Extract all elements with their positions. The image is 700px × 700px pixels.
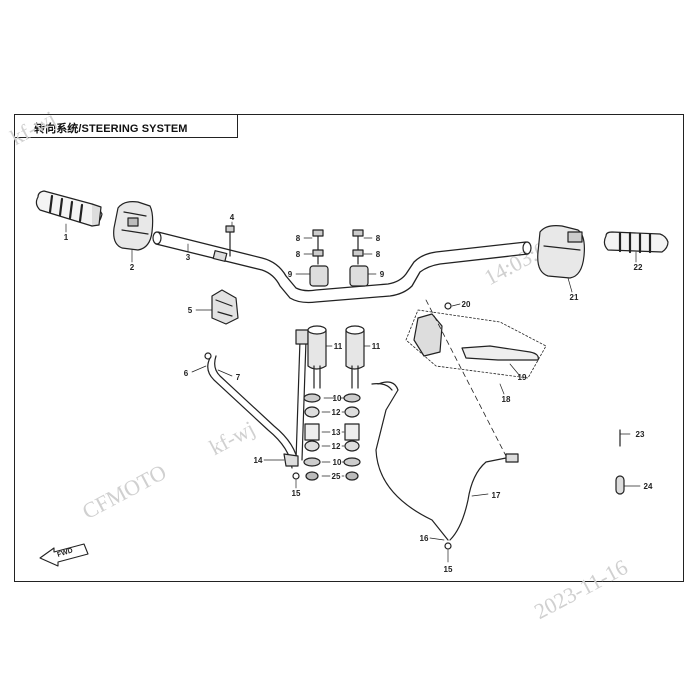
callout-1: 1 <box>64 233 69 242</box>
diagram-frame <box>14 114 684 582</box>
callout-8-c: 8 <box>376 234 381 243</box>
upper-clamps-icon <box>309 265 369 287</box>
callout-25: 25 <box>332 472 341 481</box>
callout-13-a: 13 <box>332 428 341 437</box>
callout-22: 22 <box>634 263 643 272</box>
handlebar-icon <box>152 231 532 304</box>
riser-bolts-icon <box>312 229 364 265</box>
callout-3: 3 <box>186 253 191 262</box>
hose-clamp-icon <box>283 453 300 480</box>
callout-10-b: 10 <box>333 458 342 467</box>
callout-8-d: 8 <box>376 250 381 259</box>
callout-5: 5 <box>188 306 193 315</box>
callout-10-a: 10 <box>333 394 342 403</box>
right-lever-assembly-icon <box>405 299 547 457</box>
callout-17: 17 <box>492 491 501 500</box>
callout-20: 20 <box>462 300 471 309</box>
right-grip-icon <box>603 231 669 254</box>
left-switch-housing-icon <box>113 201 154 251</box>
callout-9-a: 9 <box>288 270 293 279</box>
callout-19: 19 <box>518 373 527 382</box>
callout-11-b: 11 <box>372 342 381 351</box>
callout-7: 7 <box>236 373 241 382</box>
right-switch-housing-icon <box>537 225 585 279</box>
diagram-title: 转向系统/STEERING SYSTEM <box>34 123 188 135</box>
callout-8-a: 8 <box>296 234 301 243</box>
callout-24: 24 <box>644 482 653 491</box>
callout-23: 23 <box>636 430 645 439</box>
callout-21: 21 <box>570 293 579 302</box>
callout-2: 2 <box>130 263 135 272</box>
callout-15-a: 15 <box>292 489 301 498</box>
right-cable-icon <box>371 381 519 550</box>
callout-12-b: 12 <box>332 442 341 451</box>
callout-15-b: 15 <box>444 565 453 574</box>
risers-icon <box>307 325 365 389</box>
callout-8-b: 8 <box>296 250 301 259</box>
callout-6: 6 <box>184 369 189 378</box>
small-parts-icon <box>615 429 625 495</box>
bolt-icon <box>225 225 235 257</box>
callout-11-a: 11 <box>334 342 343 351</box>
callout-9-b: 9 <box>380 270 385 279</box>
left-grip-icon <box>35 190 103 227</box>
callout-12-a: 12 <box>332 408 341 417</box>
fwd-arrow-icon <box>39 543 89 567</box>
callout-14: 14 <box>254 456 263 465</box>
callout-16: 16 <box>420 534 429 543</box>
callout-18: 18 <box>502 395 511 404</box>
leader-lines <box>65 221 641 563</box>
callout-4: 4 <box>230 213 235 222</box>
fwd-label: FWD <box>56 547 73 559</box>
left-master-cylinder-icon <box>211 289 239 325</box>
title-box <box>14 114 238 138</box>
bushing-stack-icon <box>303 393 361 481</box>
